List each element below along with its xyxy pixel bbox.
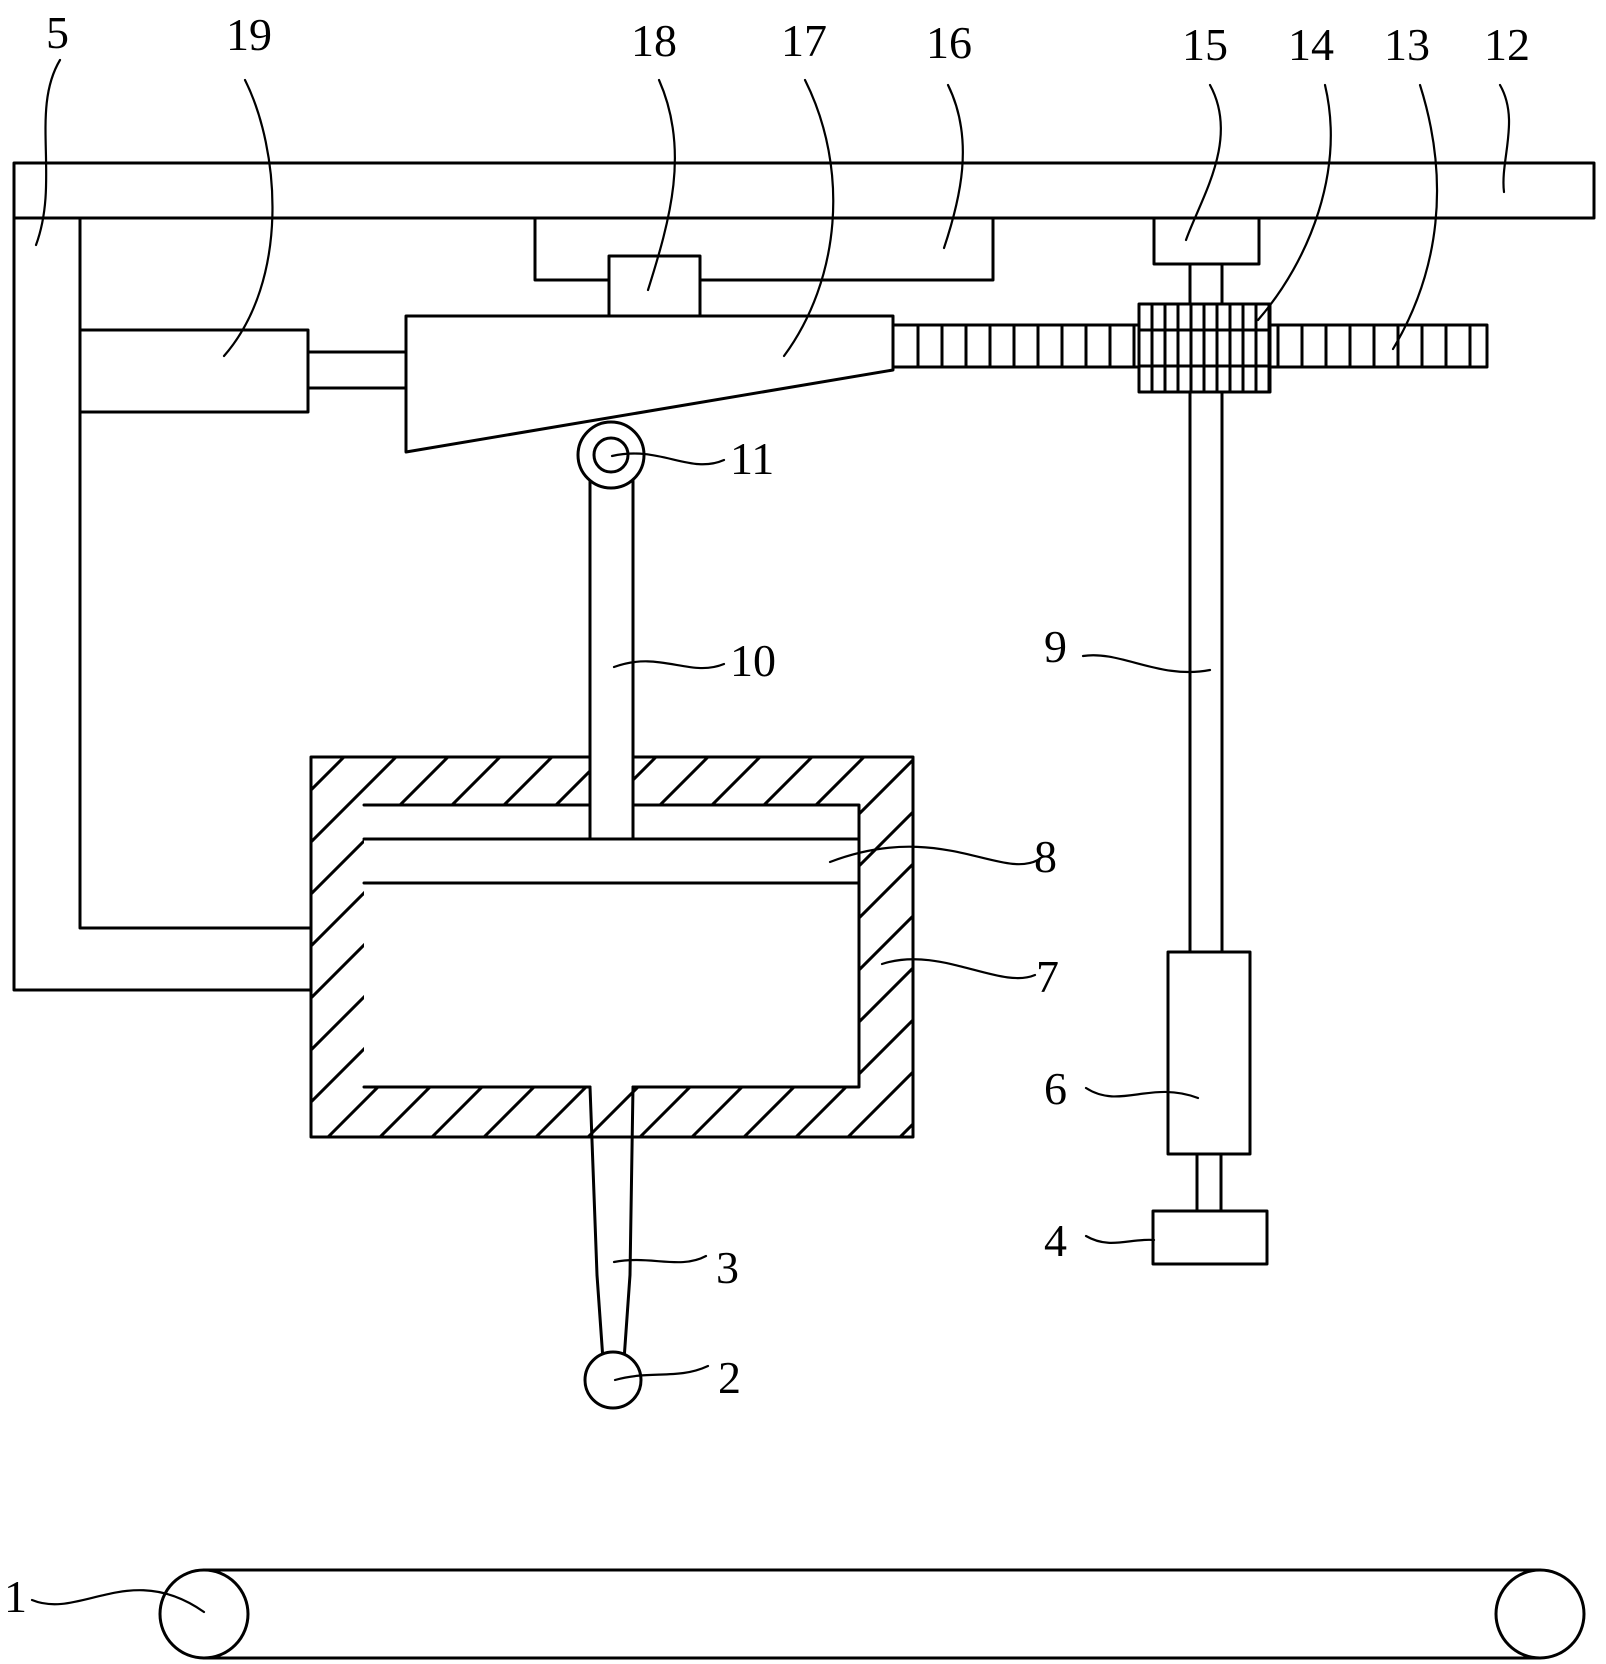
hatch-line bbox=[0, 757, 240, 1137]
label-1: 1 bbox=[4, 1571, 27, 1622]
label-8: 8 bbox=[1034, 831, 1057, 882]
label-11: 11 bbox=[730, 433, 774, 484]
roller bbox=[578, 422, 644, 488]
hatch-line bbox=[380, 757, 760, 1137]
guide-rail bbox=[535, 218, 993, 280]
hatch-line bbox=[1212, 757, 1592, 1137]
label-16: 16 bbox=[926, 17, 972, 68]
hatch-line bbox=[0, 757, 188, 1137]
label-18: 18 bbox=[631, 15, 677, 66]
label-2: 2 bbox=[718, 1352, 741, 1403]
hatch-line bbox=[1368, 757, 1606, 1137]
leader-3 bbox=[614, 1256, 706, 1262]
hatch-line bbox=[1316, 757, 1606, 1137]
piston bbox=[364, 839, 859, 883]
label-15: 15 bbox=[1182, 19, 1228, 70]
hatch-line bbox=[692, 757, 1072, 1137]
hatch-line bbox=[172, 757, 552, 1137]
label-4: 4 bbox=[1044, 1215, 1067, 1266]
label-12: 12 bbox=[1484, 19, 1530, 70]
hatch-line bbox=[796, 757, 1176, 1137]
hatch-line bbox=[328, 757, 708, 1137]
label-17: 17 bbox=[781, 15, 827, 66]
hatch-line bbox=[588, 757, 968, 1137]
wedge-block bbox=[406, 316, 893, 452]
label-13: 13 bbox=[1384, 19, 1430, 70]
nozzle-ball bbox=[585, 1352, 641, 1408]
motor-output-shaft bbox=[1197, 1154, 1221, 1211]
hatch-line bbox=[484, 757, 864, 1137]
top-beam bbox=[14, 163, 1594, 218]
hatch-line bbox=[0, 757, 292, 1137]
hatch-line bbox=[744, 757, 1124, 1137]
hatch-line bbox=[68, 757, 448, 1137]
hatch-line bbox=[16, 757, 396, 1137]
leader-lines bbox=[32, 60, 1509, 1612]
piston-rod bbox=[590, 470, 633, 839]
label-9: 9 bbox=[1044, 621, 1067, 672]
hatch-line bbox=[1264, 757, 1606, 1137]
gear bbox=[1139, 304, 1270, 392]
label-5: 5 bbox=[46, 7, 69, 58]
hatch-line bbox=[0, 757, 344, 1137]
conveyor-belt bbox=[160, 1570, 1584, 1658]
hatch-line bbox=[0, 757, 136, 1137]
label-3: 3 bbox=[716, 1242, 739, 1293]
label-19: 19 bbox=[226, 9, 272, 60]
hatch-line bbox=[640, 757, 1020, 1137]
leader-4 bbox=[1086, 1236, 1154, 1243]
label-14: 14 bbox=[1288, 19, 1334, 70]
hatch-line bbox=[1108, 757, 1488, 1137]
hatch-line bbox=[224, 757, 604, 1137]
tool-head bbox=[1153, 1211, 1267, 1264]
housing bbox=[0, 757, 1606, 1137]
label-10: 10 bbox=[730, 635, 776, 686]
label-6: 6 bbox=[1044, 1063, 1067, 1114]
label-7: 7 bbox=[1036, 951, 1059, 1002]
hatch-line bbox=[952, 757, 1332, 1137]
push-cylinder bbox=[80, 330, 406, 412]
hatch-line bbox=[0, 757, 32, 1137]
reference-numerals: 1 2 3 4 5 6 7 8 9 10 11 12 13 14 15 16 1… bbox=[4, 7, 1530, 1622]
leader-8 bbox=[830, 847, 1038, 865]
motor bbox=[1168, 952, 1250, 1154]
shaft-bearing bbox=[1154, 218, 1259, 264]
